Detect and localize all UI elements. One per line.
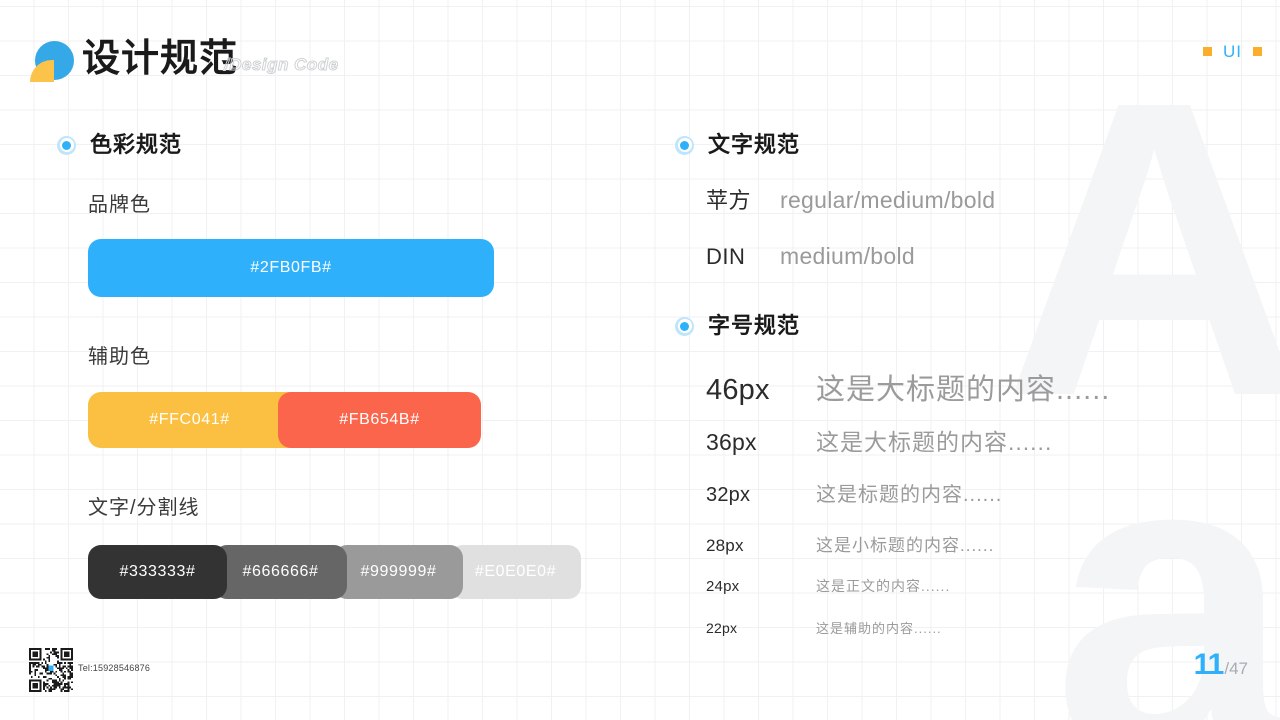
- size-label: 22px: [706, 620, 738, 636]
- color-swatch-aux-red[interactable]: #FB654B#: [278, 392, 481, 448]
- color-swatch-gray-999[interactable]: #999999#: [334, 545, 463, 599]
- size-sample-text: 这是大标题的内容......: [816, 429, 1053, 455]
- contact-phone: Tel:15928546876: [78, 663, 151, 673]
- color-swatch-gray-666[interactable]: #666666#: [214, 545, 347, 599]
- font-family-row-din: DIN medium/bold: [706, 243, 915, 270]
- size-spec-row-22: 22px 这是辅助的内容......: [706, 618, 942, 637]
- subsection-label-auxiliary: 辅助色: [88, 346, 151, 368]
- header-tag-label: UI: [1223, 42, 1242, 61]
- color-spec-column: 色彩规范 品牌色 #2FB0FB# 辅助色 #FFC041# #FB654B# …: [57, 133, 581, 599]
- square-marker-right-icon: [1253, 47, 1262, 56]
- size-spec-row-24: 24px 这是正文的内容......: [706, 576, 950, 596]
- subsection-label-brand: 品牌色: [88, 194, 151, 216]
- size-label: 36px: [706, 429, 757, 455]
- size-sample-text: 这是辅助的内容......: [816, 621, 942, 636]
- section-heading-color: 色彩规范: [57, 133, 182, 157]
- size-label: 28px: [706, 536, 744, 555]
- page-title: 设计规范: [82, 38, 239, 80]
- size-sample-text: 这是正文的内容......: [816, 578, 951, 594]
- color-swatch-label: #333333#: [119, 563, 196, 580]
- size-spec-row-32: 32px 这是标题的内容......: [706, 478, 1002, 507]
- typography-spec-column: 文字规范 苹方 regular/medium/bold DIN medium/b…: [660, 0, 1280, 720]
- section-title-size: 字号规范: [708, 313, 801, 338]
- page-total: /47: [1224, 659, 1248, 678]
- color-swatch-label: #999999#: [360, 563, 437, 580]
- color-swatch-label: #FFC041#: [149, 411, 230, 428]
- section-heading-size: 字号规范: [675, 314, 800, 338]
- swatch-bar-brand: #2FB0FB#: [88, 239, 494, 297]
- size-sample-text: 这是大标题的内容......: [816, 374, 1111, 406]
- size-spec-row-46: 46px 这是大标题的内容......: [706, 366, 1110, 408]
- color-swatch-label: #2FB0FB#: [250, 259, 332, 276]
- section-title-text: 文字规范: [708, 132, 801, 157]
- swatch-bar-grayscale: #333333# #666666# #999999# #E0E0E0#: [88, 545, 581, 599]
- color-swatch-brand-primary[interactable]: #2FB0FB#: [88, 239, 494, 297]
- bullet-ring-icon: [675, 316, 694, 336]
- color-swatch-gray-e0e0e0[interactable]: #E0E0E0#: [450, 545, 581, 599]
- font-family-row-pingfang: 苹方 regular/medium/bold: [706, 183, 995, 215]
- bullet-ring-icon: [675, 135, 694, 155]
- logo-wedge-shape: [30, 60, 54, 82]
- color-swatch-aux-yellow[interactable]: #FFC041#: [88, 392, 291, 448]
- page-current: 11: [1193, 648, 1225, 681]
- font-family-name: 苹方: [706, 188, 752, 213]
- size-label: 46px: [706, 374, 770, 406]
- section-heading-text: 文字规范: [675, 133, 800, 157]
- qr-code-icon[interactable]: [29, 648, 73, 692]
- size-sample-text: 这是标题的内容......: [816, 484, 1003, 506]
- bullet-ring-icon: [57, 135, 76, 155]
- slide-header: 设计规范 /Design Code UI: [0, 0, 1280, 104]
- subsection-label-text-divider: 文字/分割线: [88, 497, 200, 519]
- size-label: 24px: [706, 578, 740, 595]
- swatch-bar-auxiliary: #FFC041# #FB654B#: [88, 392, 481, 448]
- square-marker-left-icon: [1203, 47, 1212, 56]
- header-tag: UI: [1203, 43, 1262, 60]
- color-swatch-label: #FB654B#: [339, 411, 420, 428]
- font-family-name: DIN: [706, 244, 746, 269]
- size-sample-text: 这是小标题的内容......: [816, 536, 995, 555]
- size-spec-row-28: 28px 这是小标题的内容......: [706, 531, 994, 556]
- page-indicator: 11 /47: [1194, 650, 1248, 680]
- section-title-color: 色彩规范: [90, 132, 183, 157]
- color-swatch-label: #666666#: [242, 563, 319, 580]
- font-weight-list: medium/bold: [780, 243, 915, 269]
- color-swatch-label: #E0E0E0#: [474, 563, 557, 580]
- page-subtitle: /Design Code: [224, 55, 339, 75]
- brand-logo-icon: [30, 41, 74, 85]
- size-label: 32px: [706, 484, 751, 506]
- color-swatch-gray-333[interactable]: #333333#: [88, 545, 227, 599]
- font-weight-list: regular/medium/bold: [780, 187, 996, 213]
- size-spec-row-36: 36px 这是大标题的内容......: [706, 423, 1052, 457]
